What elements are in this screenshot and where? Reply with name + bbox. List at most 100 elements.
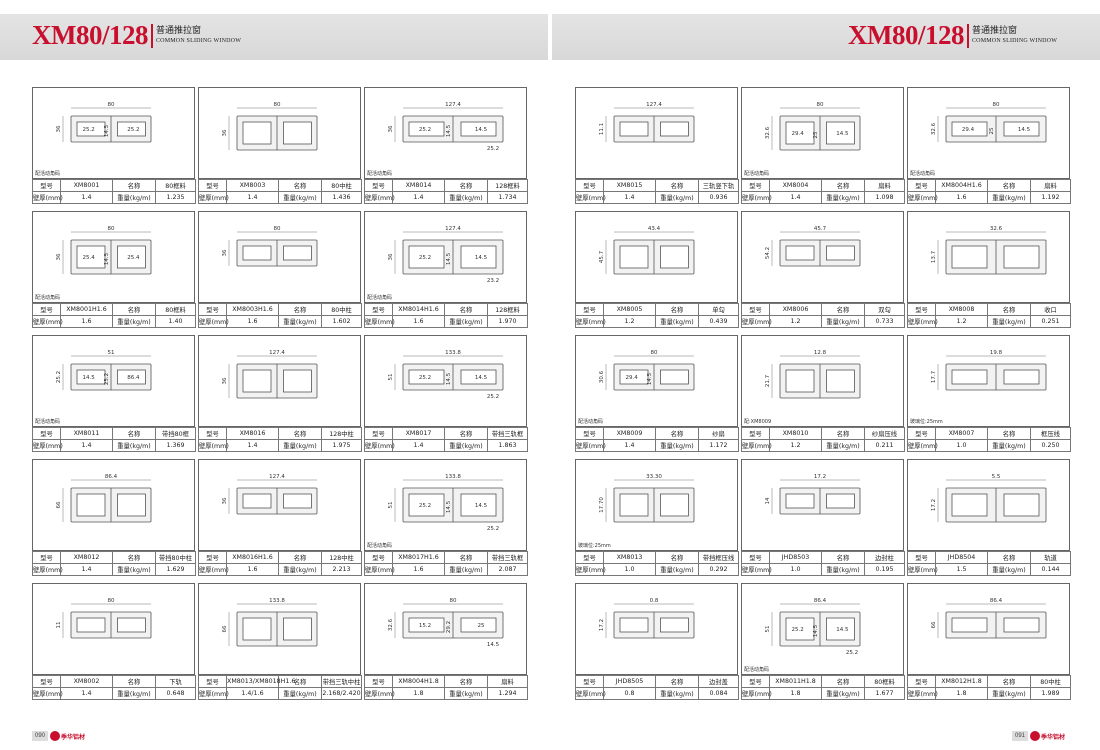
- dimension-label: 14.5: [82, 375, 95, 381]
- model-label: 型号: [575, 675, 604, 688]
- model-label: 型号: [198, 675, 227, 688]
- dimension-label: 133.8: [445, 474, 461, 480]
- title-divider: [150, 23, 153, 48]
- dimension-label: 14.5: [446, 372, 452, 385]
- series-title: XM80/128: [32, 20, 148, 50]
- weight-value: 0.084: [698, 687, 739, 700]
- weight-label: 重量(kg/m): [655, 563, 699, 576]
- wall-label: 壁厚(mm): [907, 439, 938, 452]
- model-value: XM8015: [603, 179, 656, 192]
- dimension-label: 66: [222, 625, 228, 632]
- dimension-label: 25.2: [487, 146, 499, 152]
- wall-label: 壁厚(mm): [364, 315, 395, 328]
- dimension-label: 36: [222, 129, 228, 136]
- name-label: 名称: [112, 551, 156, 564]
- dimension-label: 30.6: [599, 370, 605, 383]
- logo-icon: [1030, 731, 1041, 741]
- weight-value: 0.733: [864, 315, 905, 328]
- dimension-label: 29.2: [446, 621, 452, 633]
- name-label: 名称: [987, 179, 1031, 192]
- title-zh: 普通推拉窗: [155, 25, 201, 36]
- weight-value: 0.195: [864, 563, 905, 576]
- wall-label: 壁厚(mm): [32, 191, 63, 204]
- profile-section-drawing: 127.436: [222, 350, 318, 399]
- wall-label: 壁厚(mm): [198, 439, 229, 452]
- dimension-label: 127.4: [646, 102, 662, 108]
- wall-label: 壁厚(mm): [198, 191, 229, 204]
- weight-value: 1.989: [1030, 687, 1071, 700]
- profile-note: 配活动角码: [35, 171, 61, 177]
- dimension-label: 25.2: [791, 627, 803, 633]
- right-brand-title: XM80/128 普通推拉窗 COMMON SLIDING WINDOW: [848, 20, 1057, 51]
- dimension-label: 25.2: [127, 127, 139, 133]
- model-label: 型号: [364, 551, 393, 564]
- model-value: XM8002: [60, 675, 113, 688]
- wall-value: 1.5: [935, 563, 988, 576]
- dimension-label: 32.6: [388, 618, 394, 631]
- weight-label: 重量(kg/m): [112, 315, 156, 328]
- weight-value: 1.975: [321, 439, 362, 452]
- weight-label: 重量(kg/m): [112, 191, 156, 204]
- dimension-label: 36: [56, 125, 62, 132]
- weight-value: 1.677: [864, 687, 905, 700]
- dimension-label: 80: [274, 226, 281, 232]
- name-label: 名称: [821, 551, 865, 564]
- wall-label: 壁厚(mm): [198, 315, 229, 328]
- name-value: 收口: [1030, 303, 1071, 316]
- name-label: 名称: [278, 179, 322, 192]
- name-label: 名称: [655, 427, 699, 440]
- weight-label: 重量(kg/m): [821, 191, 865, 204]
- dimension-label: 32.6: [765, 126, 771, 139]
- model-label: 型号: [198, 427, 227, 440]
- weight-value: 2.213: [321, 563, 362, 576]
- weight-label: 重量(kg/m): [444, 439, 488, 452]
- model-label: 型号: [907, 179, 936, 192]
- dimension-label: 25.2: [487, 394, 499, 400]
- name-label: 名称: [655, 179, 699, 192]
- name-value: 边封柱: [864, 551, 905, 564]
- dimension-label: 51: [388, 374, 394, 381]
- model-label: 型号: [364, 179, 393, 192]
- profile-note: 玻璃位:25mm: [578, 543, 611, 549]
- dimension-label: 0.8: [650, 598, 659, 604]
- wall-value: 1.8: [935, 687, 988, 700]
- profile-section-drawing: 45.754.2: [765, 226, 861, 267]
- name-label: 名称: [655, 675, 699, 688]
- weight-label: 重量(kg/m): [987, 315, 1031, 328]
- page-number: 091: [1012, 731, 1029, 741]
- name-value: 80中柱: [1030, 675, 1071, 688]
- dimension-label: 36: [222, 497, 228, 504]
- profile-note: 配:XM8009: [744, 419, 772, 425]
- dimension-label: 25.2: [56, 371, 62, 383]
- weight-label: 重量(kg/m): [278, 439, 322, 452]
- name-value: 128中柱: [321, 427, 362, 440]
- wall-label: 壁厚(mm): [741, 191, 772, 204]
- dimension-label: 33.30: [646, 474, 662, 480]
- profile-section-drawing: 12.821.7: [765, 350, 861, 399]
- dimension-label: 45.7: [814, 226, 827, 232]
